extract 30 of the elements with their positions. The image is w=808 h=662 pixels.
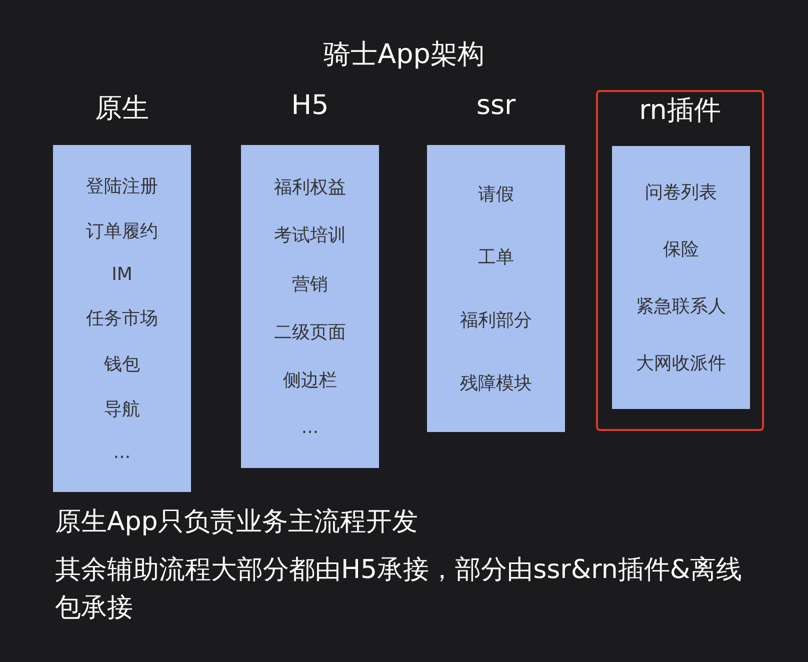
list-item: IM: [112, 264, 132, 286]
list-item: 钱包: [104, 352, 140, 376]
note-text: 其余辅助流程大部分都由H5承接，部分由ssr&rn插件&离线包承接: [55, 554, 744, 625]
diagram-title: 骑士App架构: [322, 38, 486, 72]
list-item: 问卷列表: [645, 181, 717, 204]
note-text: 原生App只负责业务主流程开发: [55, 506, 419, 539]
list-item: 福利权益: [274, 176, 346, 200]
highlight-frame: [596, 90, 764, 431]
list-item: 任务市场: [86, 307, 158, 330]
column-panel: [612, 146, 750, 409]
list-item: 订单履约: [86, 220, 158, 243]
list-item: 请假: [478, 183, 514, 206]
list-item: 大网收派件: [636, 352, 726, 375]
list-item: 考试培训: [274, 224, 346, 248]
column-heading: H5: [290, 90, 330, 121]
column-heading: 原生: [94, 92, 150, 126]
list-item: 营销: [292, 272, 328, 296]
list-item: 导航: [104, 398, 140, 422]
list-item: 二级页面: [274, 321, 346, 344]
list-item: 福利部分: [460, 308, 532, 332]
list-item: 侧边栏: [283, 369, 337, 392]
list-item: 残障模块: [460, 372, 532, 395]
list-item: ...: [113, 442, 131, 464]
column-heading: rn插件: [638, 94, 722, 128]
list-item: 工单: [478, 246, 514, 270]
list-item: 登陆注册: [86, 174, 158, 198]
list-item: ...: [301, 416, 319, 438]
list-item: 紧急联系人: [636, 294, 726, 318]
list-item: 保险: [663, 238, 699, 262]
column-heading: ssr: [475, 90, 517, 121]
